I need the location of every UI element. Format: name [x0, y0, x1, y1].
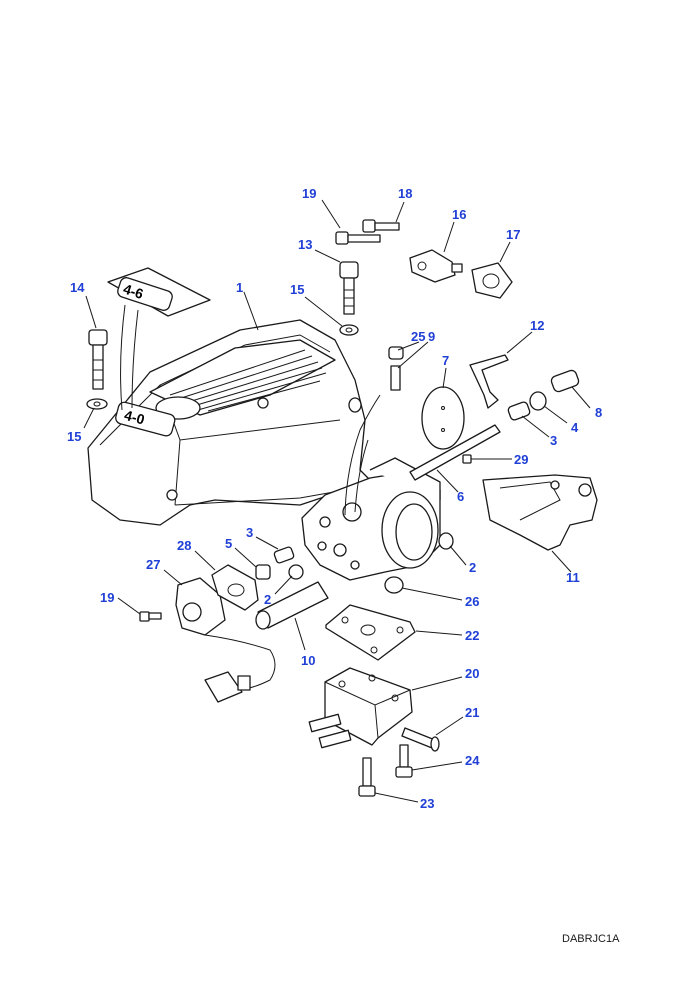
throttle-housing: [301, 394, 441, 581]
callout-27: 27: [146, 557, 160, 572]
callout-15-right: 15: [290, 282, 304, 297]
bush-3-right: [507, 401, 531, 421]
stud-9: [390, 365, 401, 391]
gasket-17: [471, 262, 513, 299]
badge-top-text: 4-6: [121, 281, 145, 303]
screw-18: [362, 219, 400, 233]
tube-10: [255, 581, 329, 630]
callout-5: 5: [225, 536, 232, 551]
plenum-cover: [87, 319, 371, 526]
callout-23: 23: [420, 796, 434, 811]
washer-15-right: [339, 324, 359, 336]
bolt-14: [88, 329, 108, 390]
screw-19-top: [335, 231, 381, 245]
bolt-13: [339, 261, 359, 315]
shaft-6: [409, 424, 501, 481]
block-20: [308, 667, 413, 749]
leader-lines: [83, 199, 591, 803]
callout-19-left: 19: [100, 590, 114, 605]
callout-22: 22: [465, 628, 479, 643]
sleeve-25: [388, 346, 404, 360]
bolt-24: [395, 744, 413, 778]
callout-12: 12: [530, 318, 544, 333]
callout-24: 24: [465, 753, 480, 768]
callout-21: 21: [465, 705, 479, 720]
plate-7: [421, 386, 465, 450]
washer-4: [529, 391, 547, 411]
bush-3-left: [273, 546, 295, 564]
bracket-11: [482, 474, 598, 551]
callout-8: 8: [595, 405, 602, 420]
lever-12: [469, 354, 509, 409]
bolt-23: [358, 757, 376, 797]
washer-15-left: [86, 398, 108, 410]
callout-7: 7: [442, 353, 449, 368]
callout-14: 14: [70, 280, 85, 295]
drawing-code: DABRJC1A: [562, 933, 620, 945]
sleeve-26: [384, 576, 404, 594]
callout-19-top: 19: [302, 186, 316, 201]
callout-4: 4: [571, 420, 579, 435]
callout-3-left: 3: [246, 525, 253, 540]
callout-10: 10: [301, 653, 315, 668]
callout-2-right: 2: [469, 560, 476, 575]
sensor-27: [175, 577, 276, 703]
callout-28: 28: [177, 538, 191, 553]
fitting-21: [401, 727, 440, 752]
callout-15-left: 15: [67, 429, 81, 444]
badge-bottom-text: 4-0: [123, 407, 147, 428]
callout-6: 6: [457, 489, 464, 504]
callout-26: 26: [465, 594, 479, 609]
screw-19-left: [139, 611, 162, 622]
bush-8: [550, 369, 580, 393]
washer-2-right: [438, 532, 454, 550]
callout-25: 25: [411, 329, 425, 344]
gasket-28: [211, 564, 259, 611]
callout-1: 1: [236, 280, 243, 295]
callout-16: 16: [452, 207, 466, 222]
callout-17: 17: [506, 227, 520, 242]
gasket-22: [325, 604, 416, 661]
callout-18: 18: [398, 186, 412, 201]
callout-11: 11: [566, 570, 580, 585]
callout-2-left: 2: [264, 592, 271, 607]
callout-9: 9: [428, 329, 435, 344]
sensor-16: [409, 249, 463, 283]
sleeve-5: [255, 564, 271, 580]
callout-3-right: 3: [550, 433, 557, 448]
callout-29: 29: [514, 452, 528, 467]
callout-13: 13: [298, 237, 312, 252]
callout-20: 20: [465, 666, 479, 681]
callouts: 1 19 18 16 17 13 14 15 25 9 12 7 8 4 15 …: [67, 186, 602, 811]
washer-2-left: [288, 564, 304, 580]
cover-badge-panel: 4-6 4-0: [107, 267, 211, 437]
